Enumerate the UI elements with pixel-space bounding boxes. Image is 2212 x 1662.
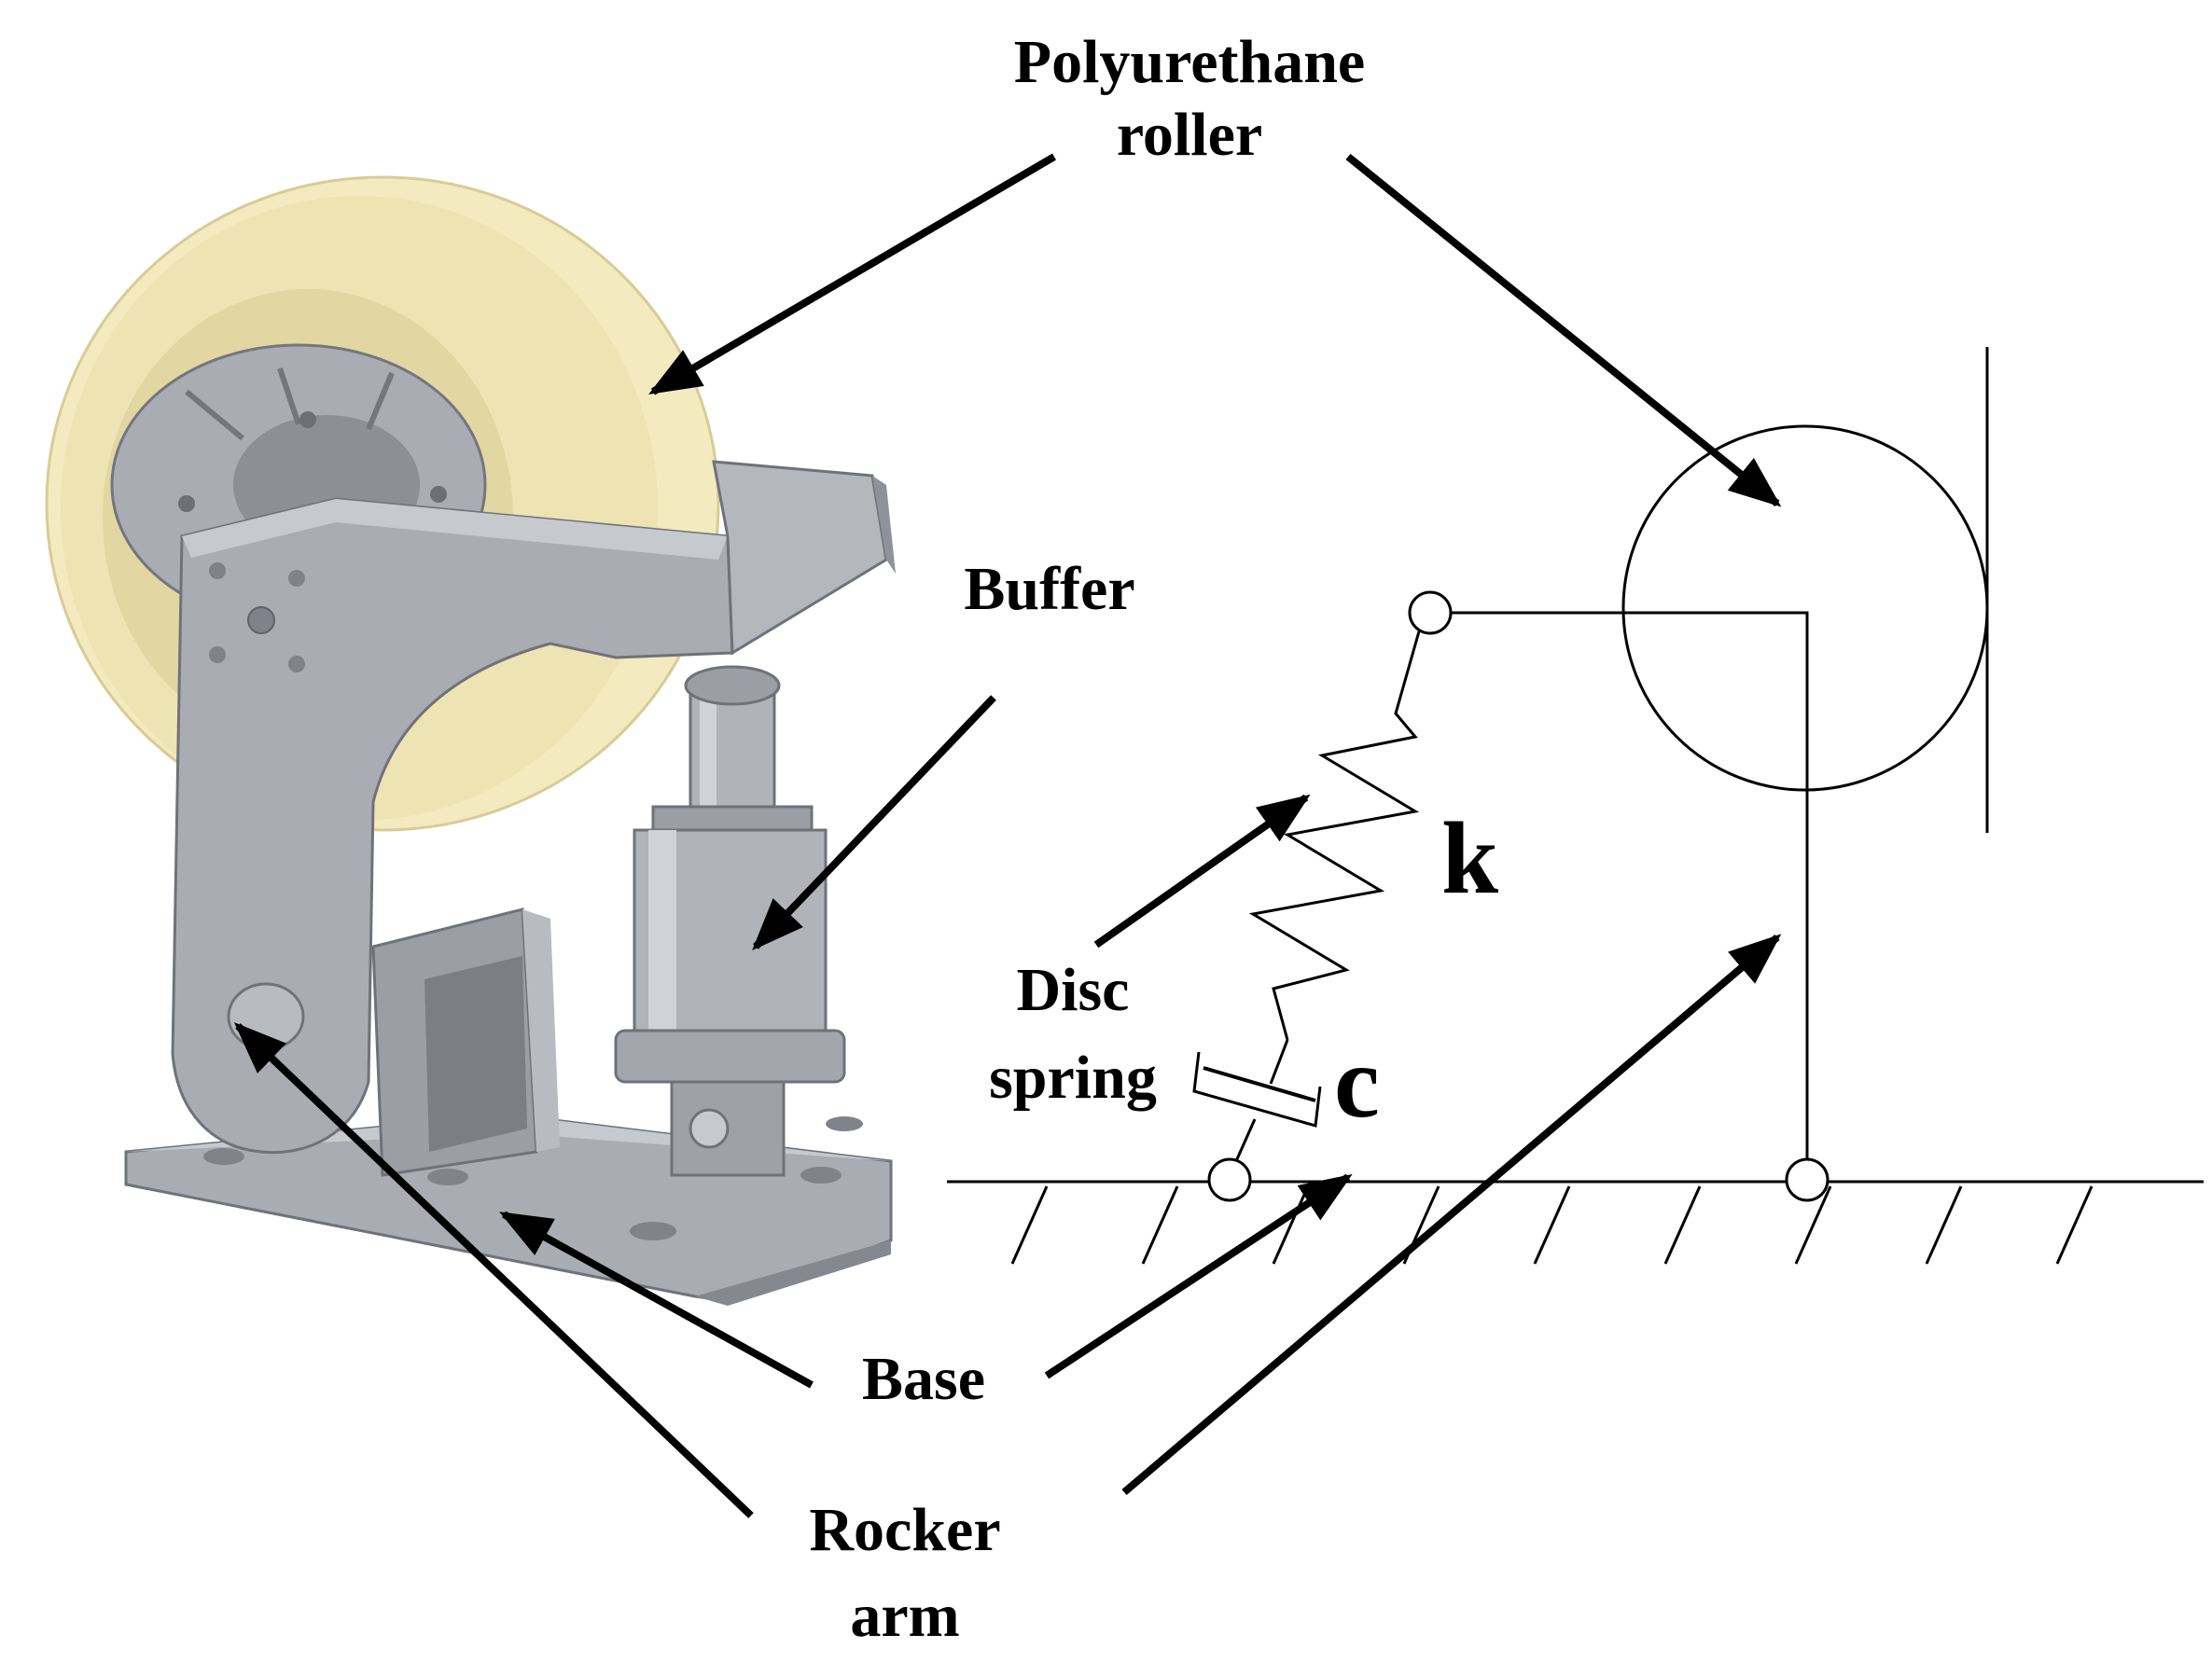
schematic-rocker-arm xyxy=(1451,611,1809,1161)
label-rocker-line2: arm xyxy=(850,1582,960,1651)
arrow-disc-spring xyxy=(1093,794,1311,949)
arrow-rocker-photo xyxy=(233,1022,754,1518)
arrow-roller-photo xyxy=(648,153,1057,395)
symbol-c-damping: c xyxy=(1334,1025,1380,1139)
callout-arrows xyxy=(233,153,1782,1518)
rocker-pivot-pin xyxy=(227,982,305,1051)
pivot-ground-left xyxy=(1207,1157,1252,1202)
label-roller-line1: Polyurethane xyxy=(1013,28,1366,96)
pivot-top-left xyxy=(1408,590,1453,635)
label-disc-spring: Disc spring xyxy=(942,947,1203,1123)
disc-spring-symbol xyxy=(1248,630,1421,1041)
label-disc-line1: Disc xyxy=(1016,956,1130,1024)
label-rocker-arm: Rocker arm xyxy=(774,1488,1036,1660)
ground-hatching xyxy=(1010,1185,2094,1265)
damper-plate xyxy=(1203,1066,1316,1102)
arrow-rocker-schematic xyxy=(1121,934,1782,1496)
schematic-model xyxy=(947,347,2204,1265)
label-polyurethane-roller: Polyurethane roller xyxy=(947,26,1432,172)
label-base: Base xyxy=(862,1345,985,1413)
label-disc-line2: spring xyxy=(989,1044,1157,1113)
label-roller-line2: roller xyxy=(1116,100,1263,169)
schematic-roller-circle xyxy=(1621,424,1989,792)
arrow-roller-schematic xyxy=(1345,153,1782,507)
label-buffer: Buffer xyxy=(964,555,1135,623)
rocker-arm xyxy=(171,497,734,1155)
arrow-buffer xyxy=(752,695,996,951)
symbol-k-stiffness: k xyxy=(1441,801,1499,915)
roller-guide-device xyxy=(45,175,896,1306)
label-rocker-line1: Rocker xyxy=(809,1496,1001,1564)
pivot-ground-right xyxy=(1785,1157,1829,1202)
arrow-base-photo xyxy=(499,1211,814,1389)
damper-cup xyxy=(1192,1051,1322,1128)
arrow-base-schematic xyxy=(1044,1173,1353,1379)
